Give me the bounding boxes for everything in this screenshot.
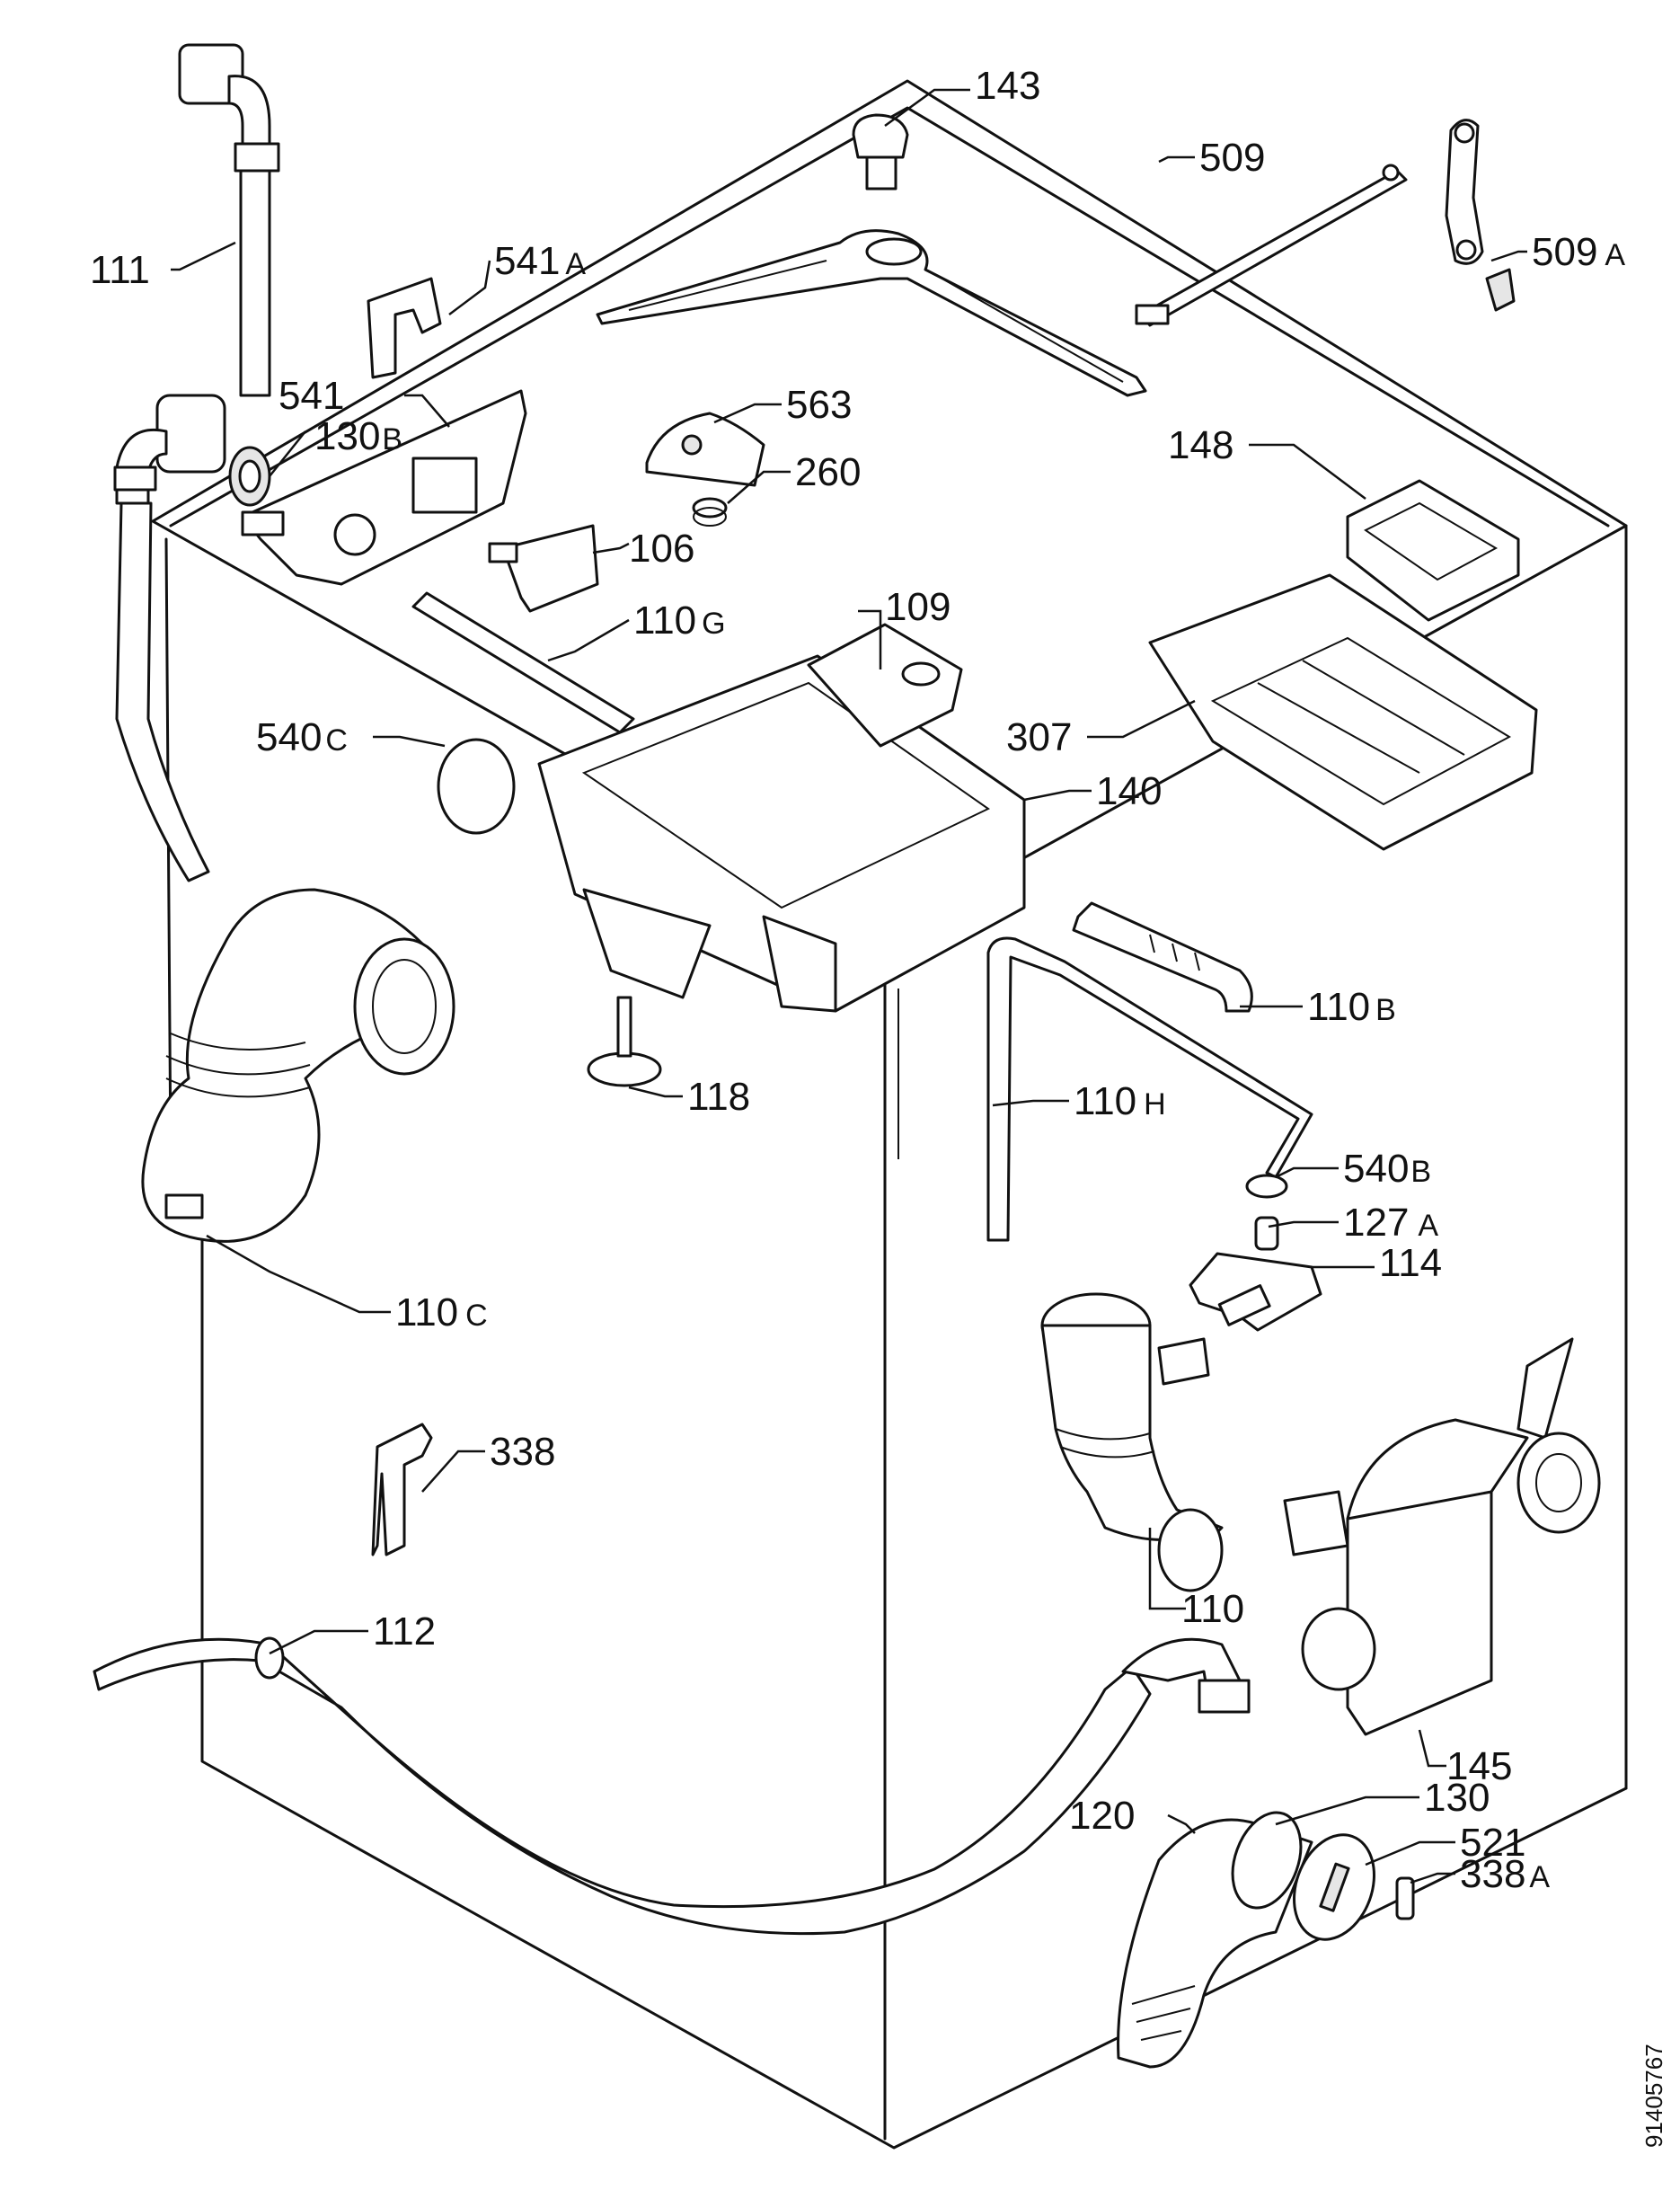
callout-143: 143 [975,64,1040,108]
pump-145 [1283,1337,1601,1736]
dispenser-housing-140 [537,654,1026,1013]
part-118 [587,996,662,1087]
callout-120: 120 [1069,1794,1135,1838]
callout-540b: 540B [1343,1147,1431,1191]
callout-145: 145 [1446,1744,1512,1788]
callout-110: 110 [1181,1587,1244,1631]
callout-148: 148 [1168,423,1233,467]
callout-509: 509 [1199,136,1265,180]
callout-541: 541 [279,374,344,418]
drain-hose-112 [93,1636,1251,1936]
cabinet-outline [151,79,1628,2150]
pipe-110g [411,591,635,734]
drawing-code: 91405767 [1640,2044,1667,2148]
cover-563 [645,412,765,487]
lever-509 [596,229,1147,397]
inlet-hose-lower [113,394,226,882]
clip-338a [1395,1876,1415,1920]
knob-143 [852,113,909,191]
callout-106: 106 [629,527,694,571]
callout-521: 521 [1460,1821,1525,1865]
callout-130: 130 [1424,1776,1490,1820]
callout-563: 563 [786,383,852,427]
leader-lines [171,88,1527,1884]
part-127a [1254,1216,1279,1251]
callout-111: 111 [90,248,150,292]
callout-140: 140 [1096,769,1162,813]
callout-118: 118 [687,1075,750,1119]
lever-106 [488,524,599,613]
callout-130b: 130B [314,414,402,458]
cover-148 [1346,479,1520,622]
inlet-hose-111 [178,43,280,397]
callout-112: 112 [373,1609,436,1654]
panel-541 [241,389,527,586]
bellows-110c [141,888,455,1243]
valve-109 [807,623,963,748]
callout-307: 307 [1006,715,1072,759]
clamp-540b [1245,1174,1288,1199]
rod-509 [1135,164,1408,327]
callout-338: 338 [490,1430,555,1474]
clip-338 [371,1423,433,1556]
lever-509a [1445,119,1516,312]
sump-hose-110 [1040,1292,1224,1592]
callout-260: 260 [795,450,861,494]
clamp-540c [437,738,516,835]
callout-109: 109 [885,585,951,629]
seal-130 [1231,1811,1303,1910]
hose-110b [1072,901,1253,1013]
cap-521 [1293,1833,1375,1941]
part-114 [1189,1252,1322,1332]
clip-541a [367,277,442,379]
hose-110h [986,936,1313,1242]
callout-114: 114 [1379,1241,1442,1285]
inlet-connector-130b [228,446,271,507]
spring-260 [692,497,728,527]
drawer-307 [1148,573,1538,851]
